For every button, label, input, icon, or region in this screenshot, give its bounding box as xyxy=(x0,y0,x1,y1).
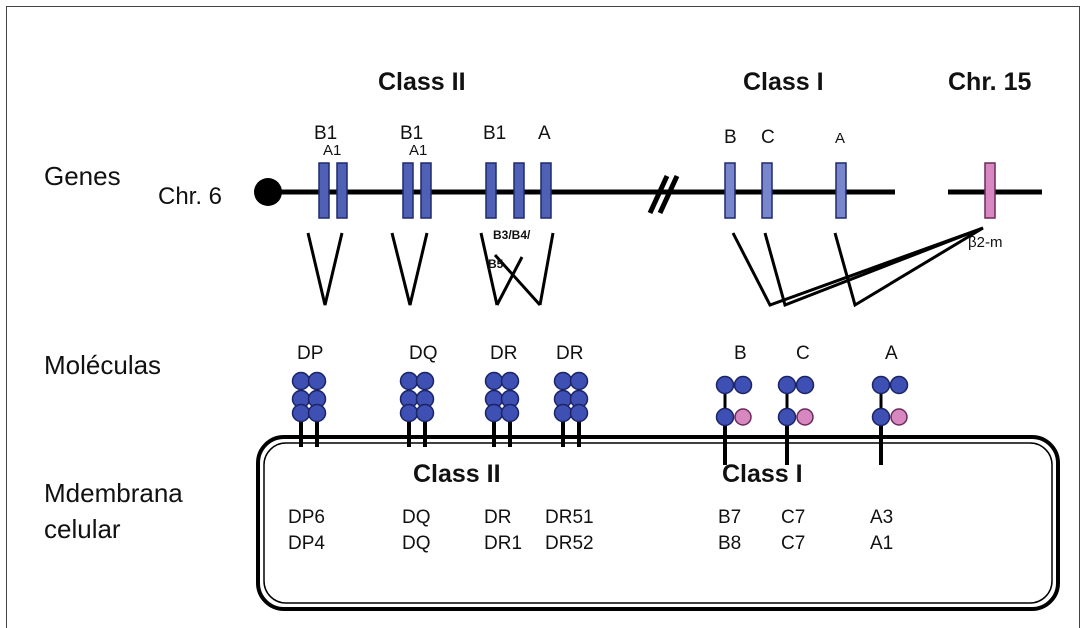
connector-dr xyxy=(479,232,499,306)
allele-column-c: C7 C7 xyxy=(781,505,805,557)
allele-column-dr: DR DR1 xyxy=(484,505,522,557)
membrane-header-class-ii: Class II xyxy=(413,460,501,488)
gene-boxes xyxy=(318,162,996,219)
class1-molecules xyxy=(715,375,909,465)
gene-label-dr-b345: B3/B4/ xyxy=(493,228,531,242)
allele-value: DQ xyxy=(402,533,431,554)
allele-value: DR52 xyxy=(545,533,594,554)
gene-box-b2m xyxy=(984,162,996,219)
molecule-label-c: C xyxy=(796,343,810,364)
connector-lines xyxy=(306,226,984,308)
header-class-ii: Class II xyxy=(378,68,466,96)
molecule-dp xyxy=(291,371,327,447)
gene-label-dq-a1: A1 xyxy=(409,142,428,159)
allele-column-a: A3 A1 xyxy=(870,505,893,557)
break-mark xyxy=(657,174,680,215)
molecule-label-dr-2: DR xyxy=(556,343,584,364)
gene-box-dq-b1 xyxy=(402,162,414,219)
figure-frame xyxy=(6,6,1080,628)
gene-label-c: C xyxy=(761,127,775,148)
allele-column-dp: DP6 DP4 xyxy=(288,505,325,557)
molecule-label-dq: DQ xyxy=(409,343,438,364)
molecule-dr-2 xyxy=(553,371,589,447)
gene-box-dr-a xyxy=(540,162,552,219)
header-class-i: Class I xyxy=(743,68,824,96)
allele-value: C7 xyxy=(781,533,806,554)
molecule-dr xyxy=(484,371,520,447)
row-label-molecules: Moléculas xyxy=(44,350,162,380)
allele-value: DR1 xyxy=(484,533,523,554)
allele-value: DR xyxy=(484,507,512,528)
molecule-a xyxy=(871,375,909,465)
allele-column-b: B7 B8 xyxy=(718,505,741,557)
row-label-membrane-2: celular xyxy=(44,514,121,544)
gene-label-b2m: β2-m xyxy=(968,234,1003,251)
cell-membrane xyxy=(256,435,1060,611)
allele-value: C7 xyxy=(781,507,806,528)
molecule-label-dp: DP xyxy=(297,343,324,364)
allele-value: DP6 xyxy=(288,507,325,528)
allele-value: DR51 xyxy=(545,507,594,528)
molecule-b xyxy=(715,375,753,465)
allele-value: DP4 xyxy=(288,533,325,554)
gene-box-dp-a1 xyxy=(336,162,348,219)
break-mark xyxy=(647,174,670,215)
connector-dp xyxy=(306,232,344,306)
gene-box-c xyxy=(761,162,773,219)
connector-b xyxy=(731,226,984,307)
gene-label-dq-b1: B1 xyxy=(400,123,424,144)
class2-molecules xyxy=(291,371,589,447)
chr6-label: Chr. 6 xyxy=(158,183,223,210)
connector-dr xyxy=(495,256,524,306)
gene-box-a xyxy=(835,162,847,219)
gene-label-a: A xyxy=(835,130,846,147)
allele-value: B8 xyxy=(718,533,742,554)
cell-membrane-inner xyxy=(263,442,1053,604)
molecule-c xyxy=(777,375,815,465)
connector-c xyxy=(763,226,984,307)
molecule-label-a: A xyxy=(885,343,898,364)
allele-value: DQ xyxy=(402,507,431,528)
connector-a xyxy=(833,226,984,308)
gene-box-dq-a1 xyxy=(420,162,432,219)
connector-dr xyxy=(493,253,542,307)
gene-label-dp-a1: A1 xyxy=(323,142,342,159)
row-label-membrane: Mdembrana xyxy=(44,478,183,508)
molecule-label-dr: DR xyxy=(490,343,518,364)
gene-box-b xyxy=(724,162,736,219)
gene-label-dr-b1: B1 xyxy=(483,123,507,144)
molecule-label-b: B xyxy=(734,343,747,364)
header-chr15: Chr. 15 xyxy=(948,68,1032,96)
allele-value: A3 xyxy=(870,507,894,528)
molecule-dq xyxy=(399,371,435,447)
allele-value: A1 xyxy=(870,533,894,554)
allele-value: B7 xyxy=(718,507,742,528)
row-label-genes: Genes xyxy=(44,161,121,191)
connector-dr xyxy=(538,232,555,306)
gene-label-dr-a: A xyxy=(538,123,551,144)
gene-label-b: B xyxy=(724,127,737,148)
gene-box-dr-b345 xyxy=(513,162,525,219)
membrane-header-class-i: Class I xyxy=(722,460,803,488)
allele-column-dq: DQ DQ xyxy=(402,505,431,557)
gene-label-dr-b5: B5 xyxy=(488,257,504,271)
gene-label-dp-b1: B1 xyxy=(314,123,338,144)
allele-column-dr-2: DR51 DR52 xyxy=(545,505,594,557)
connector-dq xyxy=(390,232,429,306)
gene-box-dr-b1 xyxy=(485,162,497,219)
gene-box-dp-b1 xyxy=(318,162,330,219)
